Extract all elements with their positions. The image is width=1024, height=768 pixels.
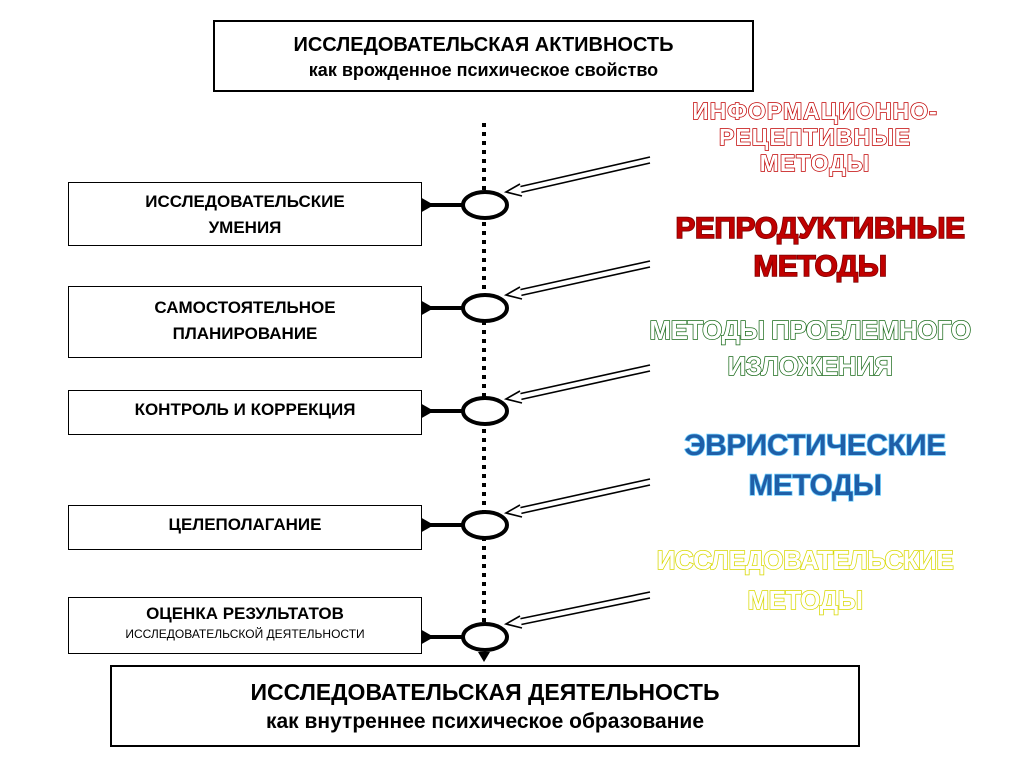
stage-box-label: ОЦЕНКА РЕЗУЛЬТАТОВ xyxy=(146,604,344,623)
method-label-reproductive: РЕПРОДУКТИВНЫЕ МЕТОДЫ xyxy=(660,210,980,286)
method-label-line: РЕЦЕПТИВНЫЕ xyxy=(718,123,911,151)
method-label-line: МЕТОДЫ xyxy=(747,584,864,616)
stage-node-5 xyxy=(461,622,509,652)
stage-node-1 xyxy=(461,190,509,220)
method-label-problem-exposition: МЕТОДЫ ПРОБЛЕМНОГО ИЗЛОЖЕНИЯ xyxy=(645,312,975,384)
method-label-line: ЭВРИСТИЧЕСКИЕ xyxy=(683,428,947,463)
stage-box-label: КОНТРОЛЬ И КОРРЕКЦИЯ xyxy=(134,400,356,419)
stage-box-results-evaluation: ОЦЕНКА РЕЗУЛЬТАТОВ ИССЛЕДОВАТЕЛЬСКОЙ ДЕЯ… xyxy=(68,597,422,654)
top-box-subtitle: как врожденное психическое свойство xyxy=(308,60,659,80)
method-label-line: МЕТОДЫ xyxy=(759,149,871,177)
method-arrow-4 xyxy=(503,478,651,518)
stage-box-self-planning: САМОСТОЯТЕЛЬНОЕ ПЛАНИРОВАНИЕ xyxy=(68,286,422,358)
bottom-box-research-activity: ИССЛЕДОВАТЕЛЬСКАЯ ДЕЯТЕЛЬНОСТЬ как внутр… xyxy=(110,665,860,747)
bottom-box-title: ИССЛЕДОВАТЕЛЬСКАЯ ДЕЯТЕЛЬНОСТЬ xyxy=(250,679,720,705)
method-label-line: МЕТОДЫ xyxy=(748,468,883,503)
method-label-heuristic: ЭВРИСТИЧЕСКИЕ МЕТОДЫ xyxy=(660,426,970,506)
stage-node-3 xyxy=(461,396,509,426)
method-label-line: ИССЛЕДОВАТЕЛЬСКИЕ xyxy=(656,544,955,576)
stage-box-research-skills: ИССЛЕДОВАТЕЛЬСКИЕ УМЕНИЯ xyxy=(68,182,422,246)
method-arrow-5 xyxy=(503,591,651,629)
stage-box-label: ЦЕЛЕПОЛАГАНИЕ xyxy=(168,515,322,534)
stage-box-goal-setting: ЦЕЛЕПОЛАГАНИЕ xyxy=(68,505,422,550)
method-arrow-3 xyxy=(503,364,651,404)
bottom-box-subtitle: как внутреннее психическое образование xyxy=(265,710,705,733)
method-label-info-receptive: ИНФОРМАЦИОННО- РЕЦЕПТИВНЫЕ МЕТОДЫ xyxy=(645,97,985,177)
method-arrow-2 xyxy=(503,260,651,300)
method-label-line: ИЗЛОЖЕНИЯ xyxy=(727,350,894,382)
axis-end-arrow xyxy=(478,652,490,662)
method-label-line: ИНФОРМАЦИОННО- xyxy=(692,97,938,125)
stage-box-sublabel: ИССЛЕДОВАТЕЛЬСКОЙ ДЕЯТЕЛЬНОСТИ xyxy=(125,627,365,641)
stage-node-2 xyxy=(461,293,509,323)
stage-box-label: УМЕНИЯ xyxy=(208,218,282,237)
method-label-line: РЕПРОДУКТИВНЫЕ xyxy=(675,211,966,246)
method-label-research: ИССЛЕДОВАТЕЛЬСКИЕ МЕТОДЫ xyxy=(640,540,970,620)
stage-box-label: ИССЛЕДОВАТЕЛЬСКИЕ xyxy=(145,192,345,211)
stage-box-label: САМОСТОЯТЕЛЬНОЕ xyxy=(154,298,336,317)
stage-box-label: ПЛАНИРОВАНИЕ xyxy=(172,324,318,343)
method-arrow-1 xyxy=(503,156,651,197)
top-box-title: ИССЛЕДОВАТЕЛЬСКАЯ АКТИВНОСТЬ xyxy=(293,34,674,56)
stage-node-4 xyxy=(461,510,509,540)
method-label-line: МЕТОДЫ ПРОБЛЕМНОГО xyxy=(649,314,972,346)
top-box-innate-activity: ИССЛЕДОВАТЕЛЬСКАЯ АКТИВНОСТЬ как врожден… xyxy=(213,20,754,92)
method-label-line: МЕТОДЫ xyxy=(753,249,888,284)
stage-box-control-correction: КОНТРОЛЬ И КОРРЕКЦИЯ xyxy=(68,390,422,435)
